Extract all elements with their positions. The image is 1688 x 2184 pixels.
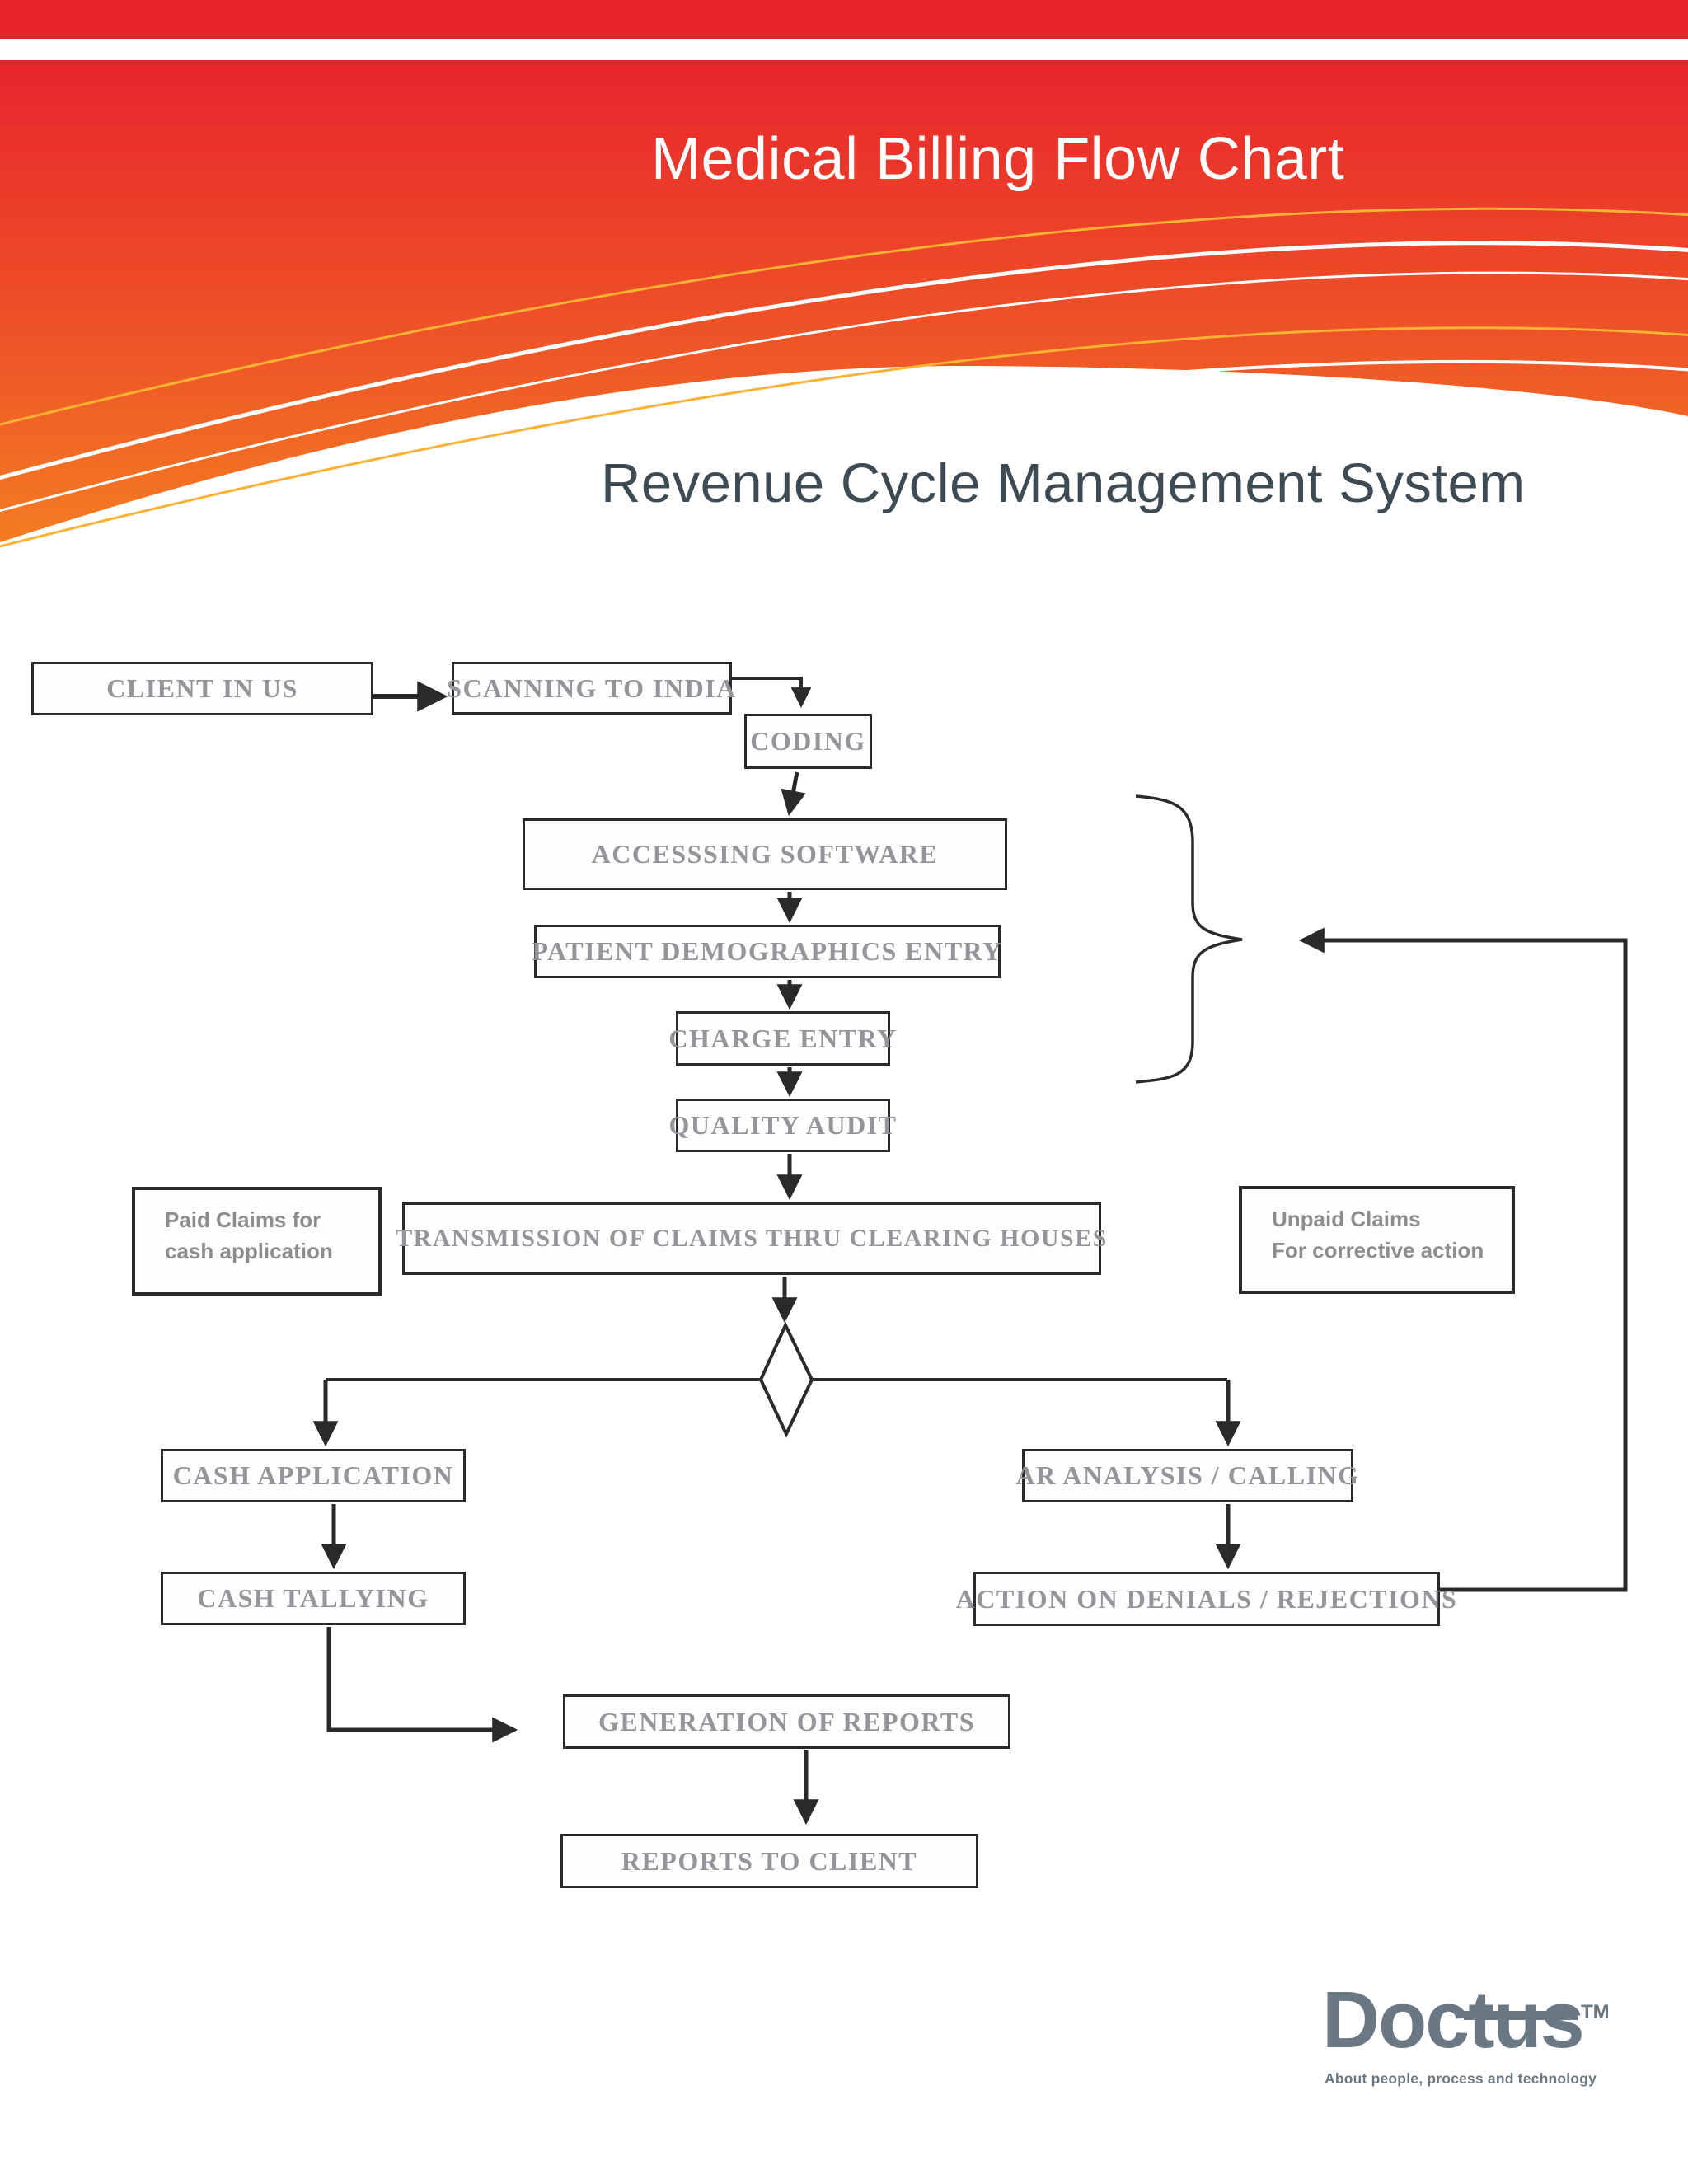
node-quality-audit: QUALITY AUDIT [668, 1099, 896, 1152]
note-paid-claims-line2: cash application [165, 1238, 333, 1263]
swoosh-white-arc [0, 241, 1688, 480]
node-scanning-to-india: SCANNING TO INDIA [447, 662, 735, 715]
arrow-scanning-to-coding [732, 677, 812, 708]
node-accessing-software: ACCESSSING SOFTWARE [523, 818, 1007, 890]
node-ar-analysis-calling: AR ANALYSIS / CALLING [1015, 1449, 1358, 1502]
node-coding: CODING [744, 714, 872, 769]
node-transmission-of-claims: TRANSMISSION OF CLAIMS THRU CLEARING HOU… [396, 1202, 1106, 1275]
arrow-tallying-to-generation [326, 1627, 518, 1743]
logo-tagline: About people, process and technology [1325, 2070, 1597, 2087]
note-paid-claims-line1: Paid Claims for [165, 1207, 321, 1232]
feedback-loop-line [1298, 927, 1628, 1592]
page-title: Medical Billing Flow Chart [651, 126, 1345, 192]
header-dome [0, 365, 1688, 577]
note-unpaid-claims-line1: Unpaid Claims [1272, 1207, 1421, 1231]
node-cash-application: CASH APPLICATION [161, 1449, 466, 1502]
node-generation-of-reports: GENERATION OF REPORTS [563, 1694, 1010, 1749]
page-subtitle: Revenue Cycle Management System [601, 452, 1526, 514]
doctus-logo: Doctus TM About people, process and tech… [1322, 1980, 1652, 2128]
logo-t-crossbar [1464, 2011, 1578, 2020]
swoosh-white-arc [0, 271, 1688, 513]
node-reports-to-client: REPORTS TO CLIENT [560, 1834, 978, 1888]
node-client-in-us: CLIENT IN US [31, 662, 373, 715]
note-unpaid-claims-line2: For corrective action [1272, 1237, 1484, 1263]
node-patient-demographics-entry: PATIENT DEMOGRAPHICS ENTRY [532, 925, 1001, 978]
top-red-bar [0, 0, 1688, 39]
note-unpaid-claims: Unpaid Claims For corrective action [1239, 1186, 1515, 1294]
arrow-coding-to-accessing [781, 771, 806, 817]
logo-trademark-symbol: TM [1581, 2001, 1610, 2023]
node-charge-entry: CHARGE ENTRY [668, 1011, 896, 1066]
note-paid-claims: Paid Claims for cash application [132, 1187, 382, 1296]
swoosh-yellow-arc [0, 326, 1688, 548]
header-banner-graphic [0, 0, 1688, 577]
node-action-on-denials: ACTION ON DENIALS / REJECTIONS [956, 1572, 1456, 1626]
node-cash-tallying: CASH TALLYING [161, 1572, 466, 1625]
decision-diamond [758, 1321, 814, 1438]
swoosh-yellow-arc [0, 207, 1688, 426]
entry-steps-brace [1135, 794, 1243, 1084]
